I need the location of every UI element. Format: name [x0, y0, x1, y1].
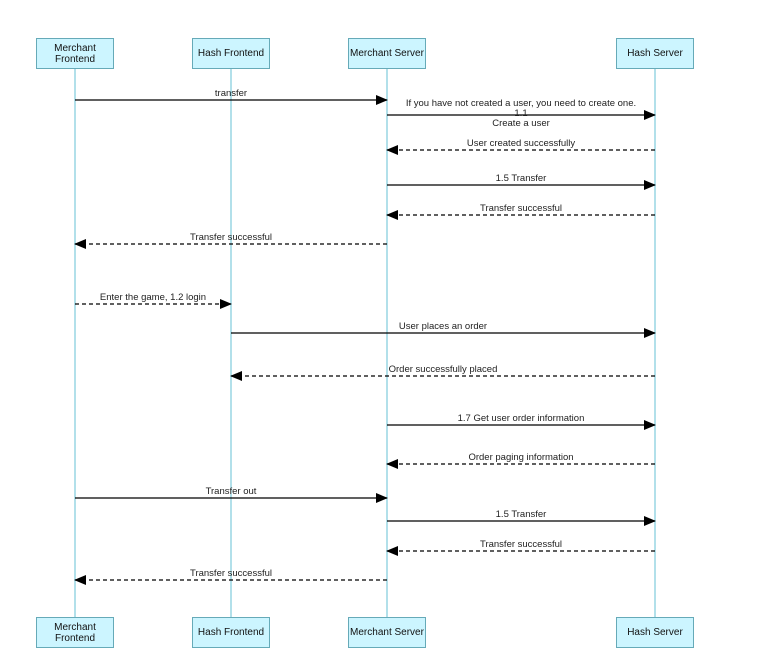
message-label-1-5-transfer: 1.5 Transfer — [495, 173, 547, 184]
actor-label: Merchant Frontend — [54, 42, 96, 65]
message-label-transfer-successful: Transfer successful — [189, 232, 273, 243]
actor-label: Merchant Frontend — [54, 621, 96, 644]
message-label-if-you-have-not-created-a-user-you-need-: If you have not created a user, you need… — [405, 98, 637, 129]
actor-label: Hash Frontend — [197, 48, 265, 59]
message-label-user-created-successfully: User created successfully — [466, 138, 576, 149]
actor-label: Merchant Server — [350, 48, 424, 59]
actor-merchant-frontend-bottom: Merchant Frontend — [36, 617, 114, 648]
message-label-1-7-get-user-order-information: 1.7 Get user order information — [457, 413, 585, 424]
message-label-transfer-out: Transfer out — [205, 486, 257, 497]
message-label-enter-the-game-1-2-login: Enter the game, 1.2 login — [99, 292, 207, 303]
actor-hash-frontend-bottom: Hash Frontend — [192, 617, 270, 648]
message-label-transfer-successful: Transfer successful — [479, 539, 563, 550]
message-label-transfer-successful: Transfer successful — [479, 203, 563, 214]
message-label-order-paging-information: Order paging information — [468, 452, 574, 463]
actor-label: Hash Server — [627, 627, 683, 638]
actor-label: Hash Server — [627, 48, 683, 59]
actor-hash-frontend-top: Hash Frontend — [192, 38, 270, 69]
actor-hash-server-bottom: Hash Server — [616, 617, 694, 648]
actor-label: Merchant Server — [350, 627, 424, 638]
actor-merchant-frontend-top: Merchant Frontend — [36, 38, 114, 69]
message-label-order-successfully-placed: Order successfully placed — [388, 364, 498, 375]
message-label-transfer-successful: Transfer successful — [189, 568, 273, 579]
actor-hash-server-top: Hash Server — [616, 38, 694, 69]
message-label-transfer: transfer — [214, 88, 248, 99]
message-label-1-5-transfer: 1.5 Transfer — [495, 509, 547, 520]
message-label-user-places-an-order: User places an order — [398, 321, 488, 332]
actor-merchant-server-top: Merchant Server — [348, 38, 426, 69]
actor-merchant-server-bottom: Merchant Server — [348, 617, 426, 648]
actor-label: Hash Frontend — [197, 627, 265, 638]
